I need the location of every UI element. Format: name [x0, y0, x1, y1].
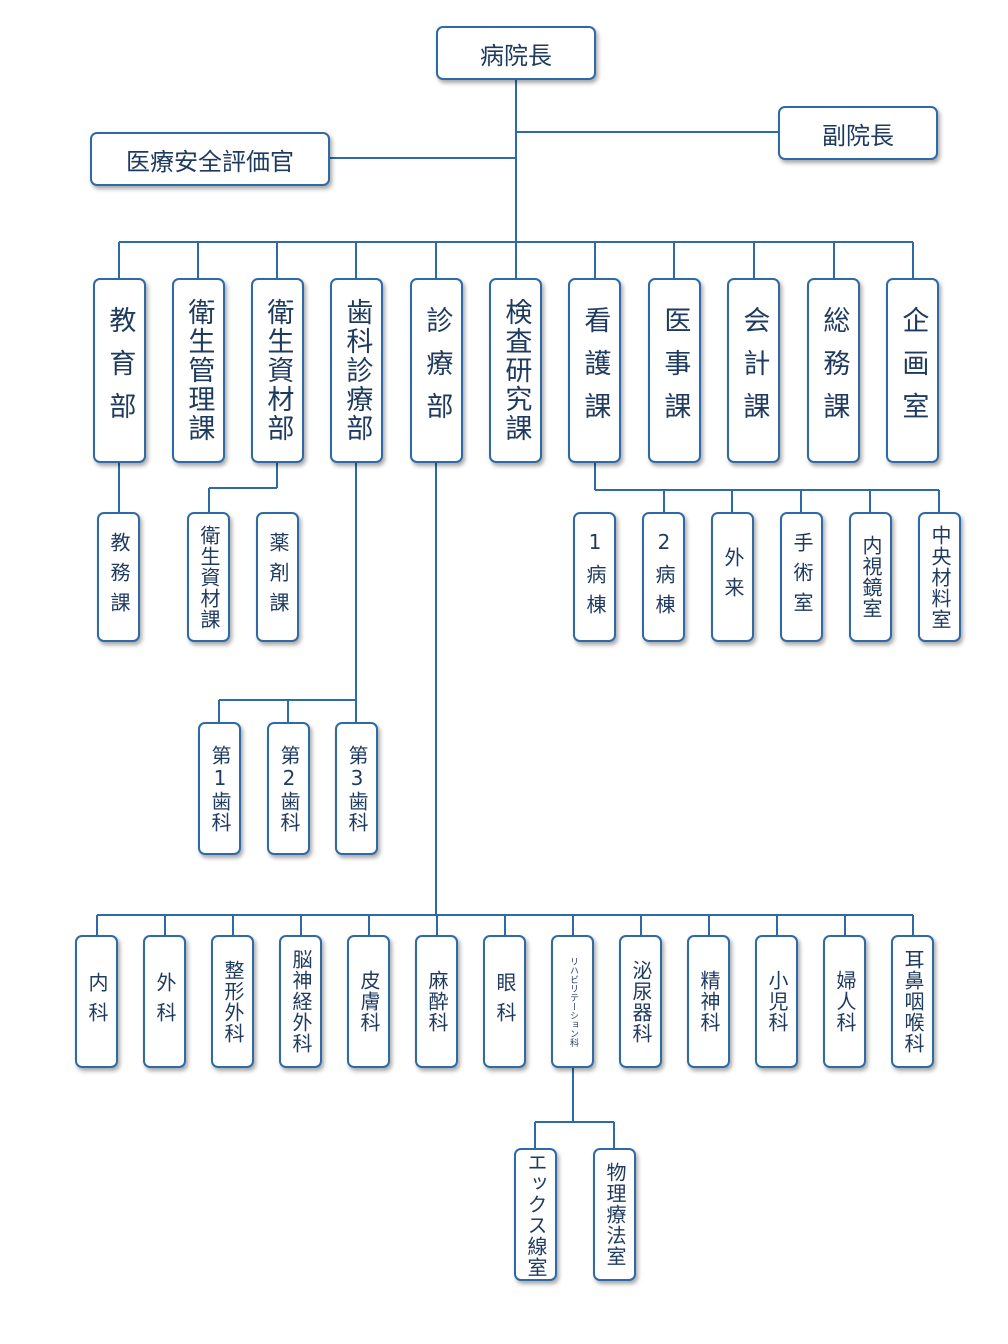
sub-dental-2: 第2歯科	[267, 722, 310, 855]
dept-medical-affairs: 医事課	[648, 278, 701, 463]
sub-orthopedics: 整形外科	[211, 935, 254, 1068]
sub-ward-1: 1病棟	[573, 512, 616, 642]
sub-rehabilitation: リハビリテーション科	[551, 935, 594, 1068]
sub-dental-3: 第3歯科	[335, 722, 378, 855]
sub-outpatient: 外来	[711, 512, 754, 642]
sub-endoscopy-room: 内視鏡室	[849, 512, 892, 642]
dept-nursing: 看護課	[568, 278, 621, 463]
sub-pediatrics: 小児科	[755, 935, 798, 1068]
dept-education: 教育部	[93, 278, 146, 463]
safety-officer-box: 医療安全評価官	[90, 132, 330, 186]
dept-lab: 検査研究課	[489, 278, 542, 463]
dept-accounting: 会計課	[727, 278, 780, 463]
dept-planning: 企画室	[886, 278, 939, 463]
sub-ent: 耳鼻咽喉科	[891, 935, 934, 1068]
vice-director-box: 副院長	[778, 106, 938, 160]
sub-academic-affairs: 教務課	[97, 512, 140, 642]
sub-ophthalmology: 眼科	[483, 935, 526, 1068]
sub-psychiatry: 精神科	[687, 935, 730, 1068]
dept-dental: 歯科診療部	[330, 278, 383, 463]
dept-hygiene-materials: 衛生資材部	[251, 278, 304, 463]
sub-neurosurgery: 脳神経外科	[279, 935, 322, 1068]
sub-dental-1: 第1歯科	[198, 722, 241, 855]
sub-operating-room: 手術室	[780, 512, 823, 642]
sub-physiotherapy-room: 物理療法室	[593, 1148, 636, 1281]
sub-hygiene-materials-section: 衛生資材課	[187, 512, 230, 642]
dept-hygiene-management: 衛生管理課	[172, 278, 225, 463]
director-box: 病院長	[436, 26, 596, 80]
sub-anesthesiology: 麻酔科	[415, 935, 458, 1068]
sub-dermatology: 皮膚科	[347, 935, 390, 1068]
dept-medical: 診療部	[410, 278, 463, 463]
sub-gynecology: 婦人科	[823, 935, 866, 1068]
sub-internal-medicine: 内科	[75, 935, 118, 1068]
sub-xray-room: エックス線室	[514, 1148, 557, 1281]
sub-urology: 泌尿器科	[619, 935, 662, 1068]
sub-ward-2: 2病棟	[642, 512, 685, 642]
sub-pharmacy: 薬剤課	[256, 512, 299, 642]
dept-general-affairs: 総務課	[807, 278, 860, 463]
sub-surgery: 外科	[143, 935, 186, 1068]
sub-central-supply: 中央材料室	[918, 512, 961, 642]
